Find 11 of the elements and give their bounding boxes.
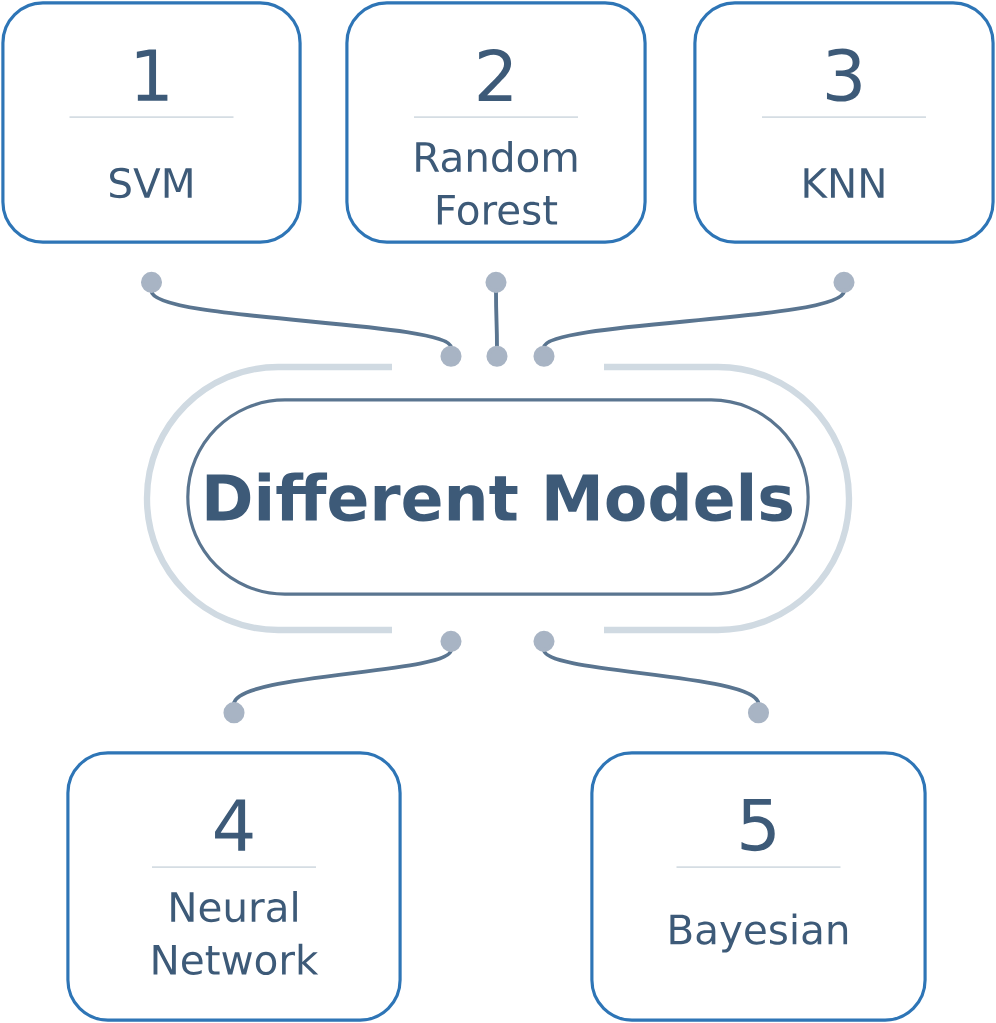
model-box: 2 Random Forest: [345, 1, 647, 244]
connector: [140, 271, 462, 367]
connector: [533, 271, 855, 367]
model-box: 4 Neural Network: [66, 751, 402, 1022]
model-box: 1 SVM: [1, 1, 302, 244]
connector: [485, 271, 508, 367]
connector: [533, 630, 770, 724]
title-pill: Different Models: [186, 398, 810, 596]
model-box: 3 KNN: [693, 1, 995, 244]
model-box: 5 Bayesian: [590, 751, 927, 1022]
connector: [223, 630, 462, 724]
